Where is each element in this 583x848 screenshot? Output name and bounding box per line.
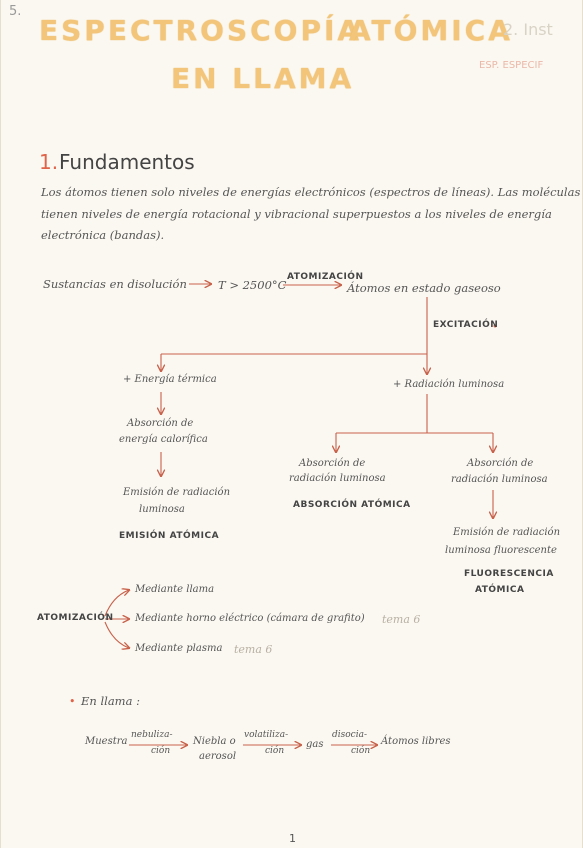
flow-energia-termica: + Energía térmica — [123, 374, 217, 385]
arrow-opt3 — [104, 621, 129, 648]
flow-temp: T > 2500°C — [218, 278, 287, 292]
section-number: 1. — [39, 150, 59, 174]
llama-muestra: Muestra — [85, 736, 128, 747]
flow-radiacion-luminosa: + Radiación luminosa — [393, 379, 505, 390]
llama-gas: gas — [306, 739, 324, 750]
llama-nebuliza-1: nebuliza- — [131, 730, 173, 740]
red-dot — [493, 324, 497, 328]
flow-absorcion-calor-1: Absorción de — [127, 418, 194, 429]
atomizacion-opt-3: Mediante plasma — [135, 643, 223, 654]
intro-line-2: tienen niveles de energía rotacional y v… — [41, 207, 552, 221]
flow-abs-rad-a-2: radiación luminosa — [289, 473, 386, 484]
flow-excitacion: EXCITACIÓN — [433, 320, 499, 330]
flow-emision-atomica: EMISIÓN ATÓMICA — [119, 531, 220, 541]
flow-abs-rad-b-1: Absorción de — [467, 458, 534, 469]
flow-abs-rad-b-2: radiación luminosa — [451, 474, 548, 485]
llama-niebla-2: aerosol — [199, 751, 237, 762]
faded-bleed-text: 2. Inst — [503, 20, 553, 39]
page-number: 1 — [289, 832, 296, 845]
flow-fluorescencia-1: FLUORESCENCIA — [464, 569, 554, 579]
flow-absorcion-atomica: ABSORCIÓN ATÓMICA — [293, 500, 411, 510]
atomizacion-opt-1: Mediante llama — [135, 584, 215, 595]
llama-atomos-libres: Átomos libres — [381, 736, 451, 747]
corner-page-number: 5. — [9, 4, 22, 19]
flow-abs-rad-a-1: Absorción de — [299, 458, 366, 469]
flow-atomizacion-label: ATOMIZACIÓN — [287, 272, 364, 282]
flow-emision-fluor-2: luminosa fluorescente — [445, 545, 557, 556]
llama-disocia-1: disocia- — [332, 730, 368, 740]
arrow-opt1 — [104, 590, 129, 617]
title-en-llama: EN LLAMA — [171, 62, 355, 95]
intro-line-3: electrónica (bandas). — [41, 228, 165, 242]
flow-emision-fluor-1: Emisión de radiación — [453, 527, 561, 538]
section-title: Fundamentos — [59, 150, 195, 174]
faded-stamp: ESP. ESPECIF — [479, 60, 544, 71]
atomizacion-label: ATOMIZACIÓN — [37, 613, 114, 623]
flow-atoms-gas: Átomos en estado gaseoso — [347, 281, 501, 295]
llama-volatiliza-2: ción — [265, 746, 285, 756]
llama-nebuliza-2: ción — [151, 746, 171, 756]
atomizacion-opt-2: Mediante horno eléctrico (cámara de graf… — [135, 613, 365, 624]
flow-emision-rad-1: Emisión de radiación — [123, 487, 231, 498]
flow-fluorescencia-2: ATÓMICA — [475, 585, 525, 595]
flow-emision-rad-2: luminosa — [139, 504, 185, 515]
flow-start: Sustancias en disolución — [43, 277, 187, 291]
en-llama-label: En llama : — [81, 694, 140, 708]
intro-line-1: Los átomos tienen solo niveles de energí… — [41, 185, 581, 199]
flow-absorcion-calor-2: energía calorífica — [119, 434, 208, 445]
llama-volatiliza-1: volatiliza- — [244, 730, 289, 740]
atomizacion-opt-3-note: tema 6 — [234, 643, 273, 656]
title-atomica: ATÓMICA — [349, 14, 513, 47]
llama-disocia-2: ción — [351, 746, 371, 756]
en-llama-bullet: • — [69, 695, 76, 708]
title-espectroscopia: ESPECTROSCOPÍA — [39, 14, 363, 47]
llama-niebla-1: Niebla o — [193, 736, 236, 747]
atomizacion-opt-2-note: tema 6 — [382, 613, 421, 626]
